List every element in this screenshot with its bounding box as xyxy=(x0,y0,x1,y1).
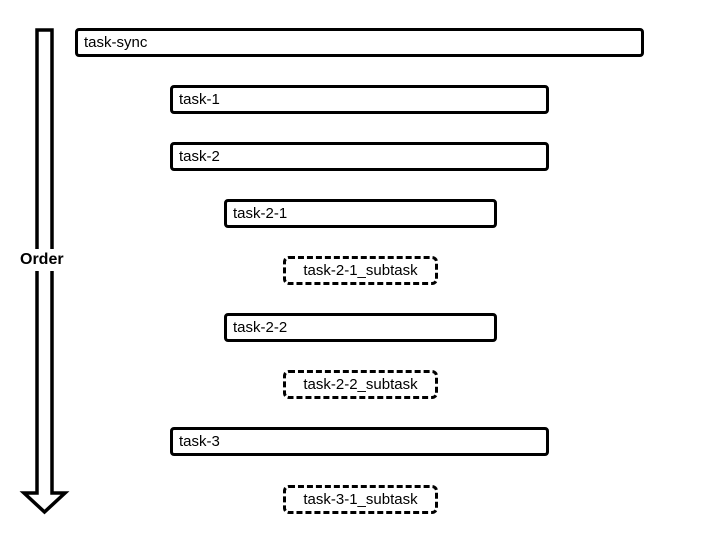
subtask-label: task-3-1_subtask xyxy=(303,491,418,508)
subtask-box-task-2-1-subtask: task-2-1_subtask xyxy=(283,256,438,285)
task-label: task-2-1 xyxy=(233,205,288,222)
task-box-task-2: task-2 xyxy=(170,142,549,171)
task-label: task-2-2 xyxy=(233,319,288,336)
task-box-task-3: task-3 xyxy=(170,427,549,456)
task-label: task-sync xyxy=(84,34,148,51)
subtask-label: task-2-2_subtask xyxy=(303,376,418,393)
subtask-box-task-3-1-subtask: task-3-1_subtask xyxy=(283,485,438,514)
task-box-task-2-2: task-2-2 xyxy=(224,313,497,342)
order-label: Order xyxy=(20,249,72,271)
task-box-task-2-1: task-2-1 xyxy=(224,199,497,228)
task-box-task-1: task-1 xyxy=(170,85,549,114)
task-box-task-sync: task-sync xyxy=(75,28,644,57)
subtask-label: task-2-1_subtask xyxy=(303,262,418,279)
subtask-box-task-2-2-subtask: task-2-2_subtask xyxy=(283,370,438,399)
task-label: task-2 xyxy=(179,148,220,165)
task-label: task-3 xyxy=(179,433,220,450)
task-label: task-1 xyxy=(179,91,220,108)
